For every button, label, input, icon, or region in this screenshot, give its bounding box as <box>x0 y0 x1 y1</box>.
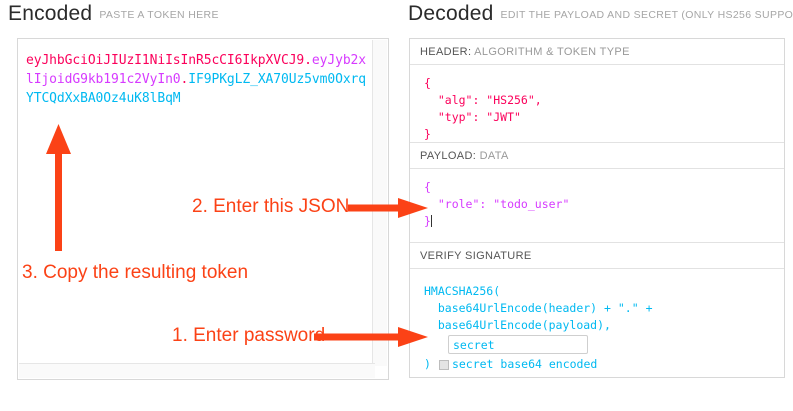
secret-input[interactable] <box>448 335 588 354</box>
verify-signature-body: HMACSHA256( base64UrlEncode(header) + ".… <box>410 269 784 399</box>
text-caret <box>430 215 432 227</box>
token-separator-1: . <box>304 53 312 68</box>
signature-section-label-strong: VERIFY SIGNATURE <box>420 250 532 262</box>
encoded-token-textarea[interactable]: eyJhbGciOiJIUzI1NiIsInR5cCI6IkpXVCJ9.eyJ… <box>17 38 389 380</box>
hmac-line-2: base64UrlEncode(header) + "." + <box>437 301 653 315</box>
decoded-panel: HEADER: ALGORITHM & TOKEN TYPE { "alg": … <box>409 38 785 378</box>
annotation-step-1: 1. Enter password <box>172 325 326 346</box>
header-section-label-strong: HEADER: <box>420 46 472 58</box>
hmac-line-4: ) <box>424 357 431 371</box>
payload-section-label-dim: DATA <box>479 150 509 162</box>
token-header-segment: eyJhbGciOiJIUzI1NiIsInR5cCI6IkpXVCJ9 <box>26 53 305 68</box>
encoded-vertical-scrollbar[interactable] <box>372 40 387 366</box>
encoded-subtitle: PASTE A TOKEN HERE <box>99 9 219 21</box>
jwt-token-text[interactable]: eyJhbGciOiJIUzI1NiIsInR5cCI6IkpXVCJ9.eyJ… <box>26 51 366 108</box>
token-payload-segment: eyJyb2xlIjoidG9kb191c2VyIn0 <box>26 53 366 87</box>
token-signature-segment: IF9PKgLZ_XA70Uz5vm0OxrqYTCQdXxBA0Oz4uK8l… <box>26 72 366 106</box>
hmac-line-3: base64UrlEncode(payload), <box>437 318 611 332</box>
annotation-step-2: 2. Enter this JSON <box>192 196 350 217</box>
base64-encoded-label: secret base64 encoded <box>451 357 598 371</box>
header-section-label: HEADER: ALGORITHM & TOKEN TYPE <box>410 39 784 65</box>
annotation-arrow-step-1 <box>314 326 432 348</box>
hmac-line-1: HMACSHA256( <box>424 284 501 298</box>
signature-section-label: VERIFY SIGNATURE <box>410 243 784 269</box>
token-separator-2: . <box>180 72 189 87</box>
base64-encoded-checkbox[interactable] <box>438 359 449 370</box>
decoded-subtitle: EDIT THE PAYLOAD AND SECRET (ONLY HS256 … <box>500 9 793 21</box>
payload-section-label: PAYLOAD: DATA <box>410 143 784 169</box>
encoded-horizontal-scrollbar[interactable] <box>19 363 375 378</box>
annotation-arrow-step-3 <box>44 123 74 251</box>
header-section-label-dim: ALGORITHM & TOKEN TYPE <box>474 46 630 58</box>
decoded-title: Decoded <box>408 2 494 25</box>
encoded-title: Encoded <box>8 2 93 25</box>
encoded-column-heading: Encoded PASTE A TOKEN HERE <box>8 2 219 26</box>
header-json-editor[interactable]: { "alg": "HS256", "typ": "JWT" } <box>410 65 784 143</box>
payload-json-editor[interactable]: { "role": "todo_user" } <box>410 169 784 243</box>
payload-section-label-strong: PAYLOAD: <box>420 150 477 162</box>
annotation-arrow-step-2 <box>348 197 432 219</box>
payload-json-text: { "role": "todo_user" } <box>424 180 570 228</box>
decoded-column-heading: Decoded EDIT THE PAYLOAD AND SECRET (ONLY… <box>408 2 793 26</box>
base64-encoded-row: ) secret base64 encoded <box>424 356 774 373</box>
annotation-step-3: 3. Copy the resulting token <box>22 262 249 283</box>
